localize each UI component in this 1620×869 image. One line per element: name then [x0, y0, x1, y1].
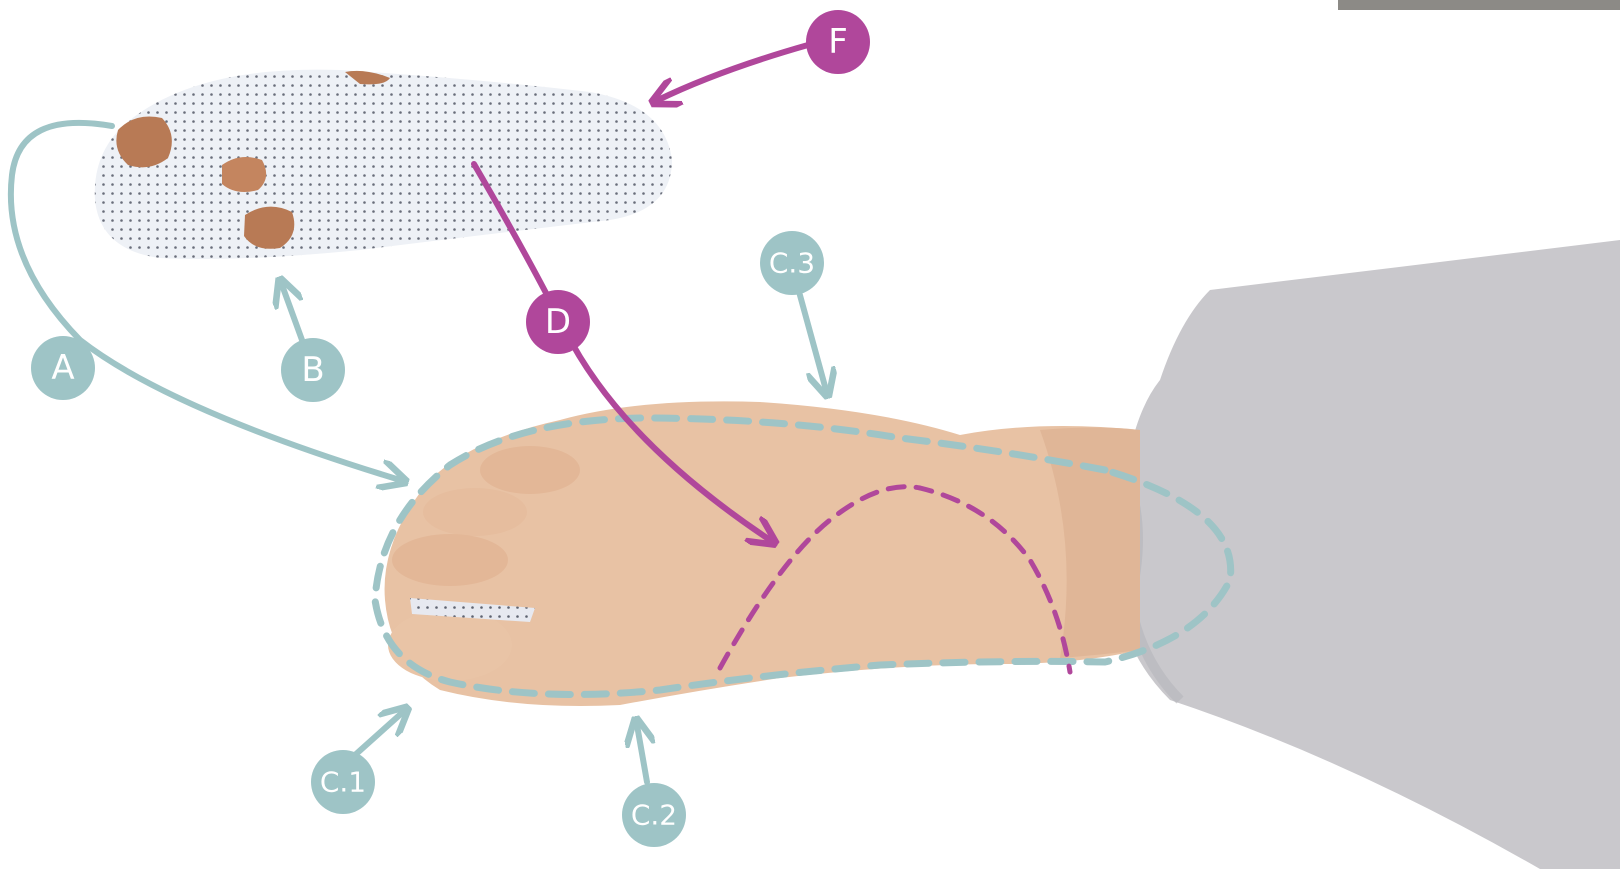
label-a-badge: A [31, 336, 95, 400]
big-toe [388, 609, 512, 681]
label-f-badge: F [806, 10, 870, 74]
arrow-f [658, 45, 808, 100]
heel-pad [116, 117, 171, 168]
toe [480, 446, 580, 494]
label-d-badge: D [526, 290, 590, 354]
arrow-c1 [355, 712, 403, 755]
metatarsal-pad [244, 207, 294, 249]
label-c1: C.1 [320, 766, 366, 799]
label-b: B [301, 350, 324, 390]
arrow-c3 [798, 288, 826, 390]
insole [95, 70, 672, 259]
label-c2: C.2 [631, 799, 677, 832]
label-b-badge: B [281, 338, 345, 402]
arrow-b [282, 285, 302, 340]
corner-strip [1338, 0, 1620, 10]
label-a: A [51, 348, 74, 388]
label-c3: C.3 [769, 247, 815, 280]
toe [423, 488, 527, 536]
label-c1-badge: C.1 [311, 750, 375, 814]
label-f: F [828, 22, 848, 62]
label-c3-badge: C.3 [760, 231, 824, 295]
toe [392, 534, 508, 586]
label-d: D [545, 302, 571, 342]
pant-leg [1119, 240, 1620, 869]
insole-perforation [95, 70, 672, 259]
label-c2-badge: C.2 [622, 783, 686, 847]
arrow-c2 [637, 725, 647, 782]
metatarsal-pad [222, 157, 266, 192]
